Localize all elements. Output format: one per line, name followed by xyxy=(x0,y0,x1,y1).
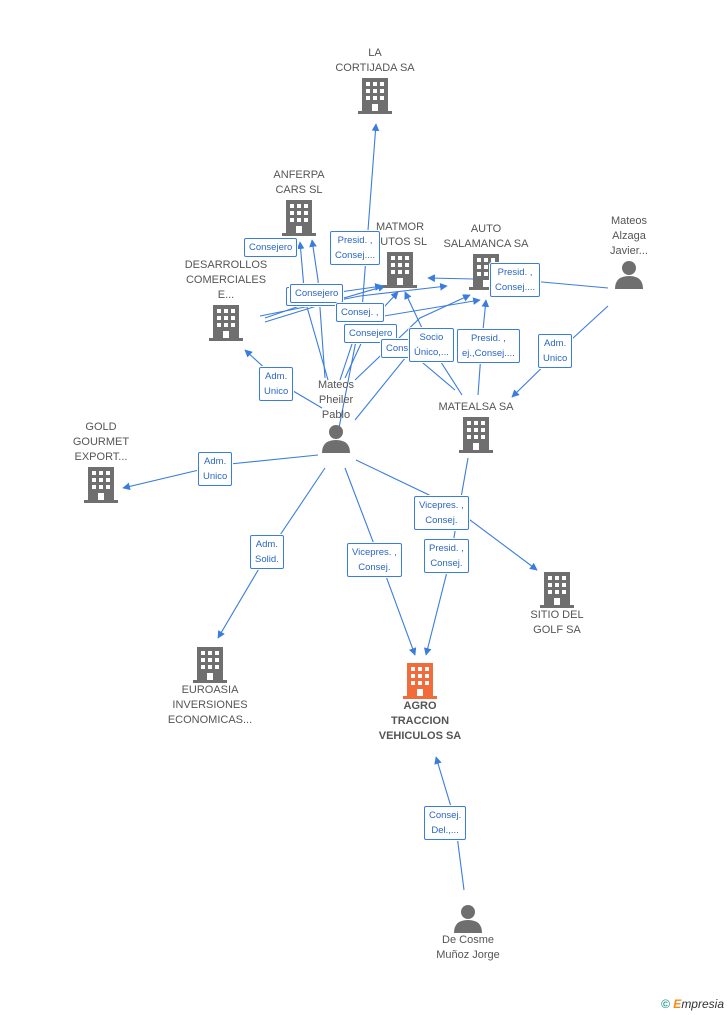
company-label: EUROASIA INVERSIONES ECONOMICAS... xyxy=(167,684,253,726)
building-icon xyxy=(193,647,227,683)
edge-label[interactable]: Adm. Solid. xyxy=(250,535,284,569)
building-icon xyxy=(84,467,118,503)
node-mateos-alzaga[interactable]: Mateos Alzaga Javier... xyxy=(569,214,689,289)
building-icon xyxy=(209,305,243,341)
edge-pheiler-salamanca xyxy=(354,294,471,381)
copyright-symbol: © xyxy=(661,997,670,1011)
node-sitio-golf[interactable]: SITIO DEL GOLF SA xyxy=(497,570,617,638)
edge-label[interactable]: Consejero xyxy=(290,284,344,303)
person-icon xyxy=(615,261,643,289)
node-agro-traccion[interactable]: AGRO TRACCION VEHICULOS SA xyxy=(360,661,480,744)
building-icon xyxy=(383,252,417,288)
edge-label[interactable]: Presid. , Consej. xyxy=(424,539,469,573)
building-icon xyxy=(540,572,574,608)
node-anferpa[interactable]: ANFERPA CARS SL xyxy=(239,168,359,236)
edge-label[interactable]: Consej. , xyxy=(336,303,384,322)
edge-label[interactable]: Presid. , Consej.... xyxy=(490,263,541,297)
building-icon xyxy=(459,417,493,453)
node-mateos-pheiler[interactable]: Mateos Pheiler Pablo xyxy=(276,378,396,453)
company-label: AUTO SALAMANCA SA xyxy=(443,223,529,250)
brand-initial: E xyxy=(673,997,682,1011)
edge-pheiler-anferpa xyxy=(309,239,326,379)
node-matmor[interactable]: MATMOR AUTOS SL xyxy=(340,220,460,288)
node-la-cortijada[interactable]: LA CORTIJADA SA xyxy=(315,46,435,114)
edge-label[interactable]: Adm. Unico xyxy=(198,452,233,486)
node-desarrollos[interactable]: DESARROLLOS COMERCIALES E... xyxy=(166,258,286,341)
company-label: MATMOR AUTOS SL xyxy=(372,221,428,248)
building-icon xyxy=(358,78,392,114)
person-label: Mateos Alzaga Javier... xyxy=(610,215,648,257)
edge-label[interactable]: Presid. , Consej.... xyxy=(330,231,381,265)
person-icon xyxy=(322,425,350,453)
building-icon xyxy=(282,200,316,236)
edge-desarrollos-salamanca xyxy=(259,282,448,317)
edge-label[interactable]: Consejero xyxy=(244,238,298,257)
edge-label[interactable]: Presid. , ej.,Consej.... xyxy=(457,329,520,363)
edge-label[interactable]: Vicepres. , Consej. xyxy=(347,543,402,577)
company-label: DESARROLLOS COMERCIALES E... xyxy=(184,259,268,301)
person-label: De Cosme Muñoz Jorge xyxy=(436,934,500,961)
company-label: MATEALSA SA xyxy=(438,401,514,413)
company-label: SITIO DEL GOLF SA xyxy=(530,609,584,636)
brand-name: mpresia xyxy=(681,997,724,1011)
company-label: GOLD GOURMET EXPORT... xyxy=(72,421,130,463)
edge-label[interactable]: Vicepres. , Consej. xyxy=(414,496,469,530)
node-matealsa[interactable]: MATEALSA SA xyxy=(416,400,536,453)
edge-label[interactable]: Consej. Del.,... xyxy=(424,806,467,840)
node-gold-gourmet[interactable]: GOLD GOURMET EXPORT... xyxy=(41,420,161,503)
building-icon xyxy=(403,663,437,699)
edge-label[interactable]: Adm. Unico xyxy=(538,334,573,368)
edge-label[interactable]: Consejero xyxy=(344,324,398,343)
node-de-cosme[interactable]: De Cosme Muñoz Jorge xyxy=(408,903,528,963)
company-label: LA CORTIJADA SA xyxy=(335,47,415,74)
brand-footer[interactable]: © Empresia xyxy=(661,997,724,1011)
person-label: Mateos Pheiler Pablo xyxy=(317,379,355,421)
edge-label[interactable]: Socio Único,... xyxy=(409,328,454,362)
company-label: ANFERPA CARS SL xyxy=(273,169,325,196)
edge-label[interactable]: Adm. Unico xyxy=(259,367,294,401)
company-label: AGRO TRACCION VEHICULOS SA xyxy=(378,700,462,742)
node-euroasia[interactable]: EUROASIA INVERSIONES ECONOMICAS... xyxy=(150,645,270,728)
person-icon xyxy=(454,905,482,933)
